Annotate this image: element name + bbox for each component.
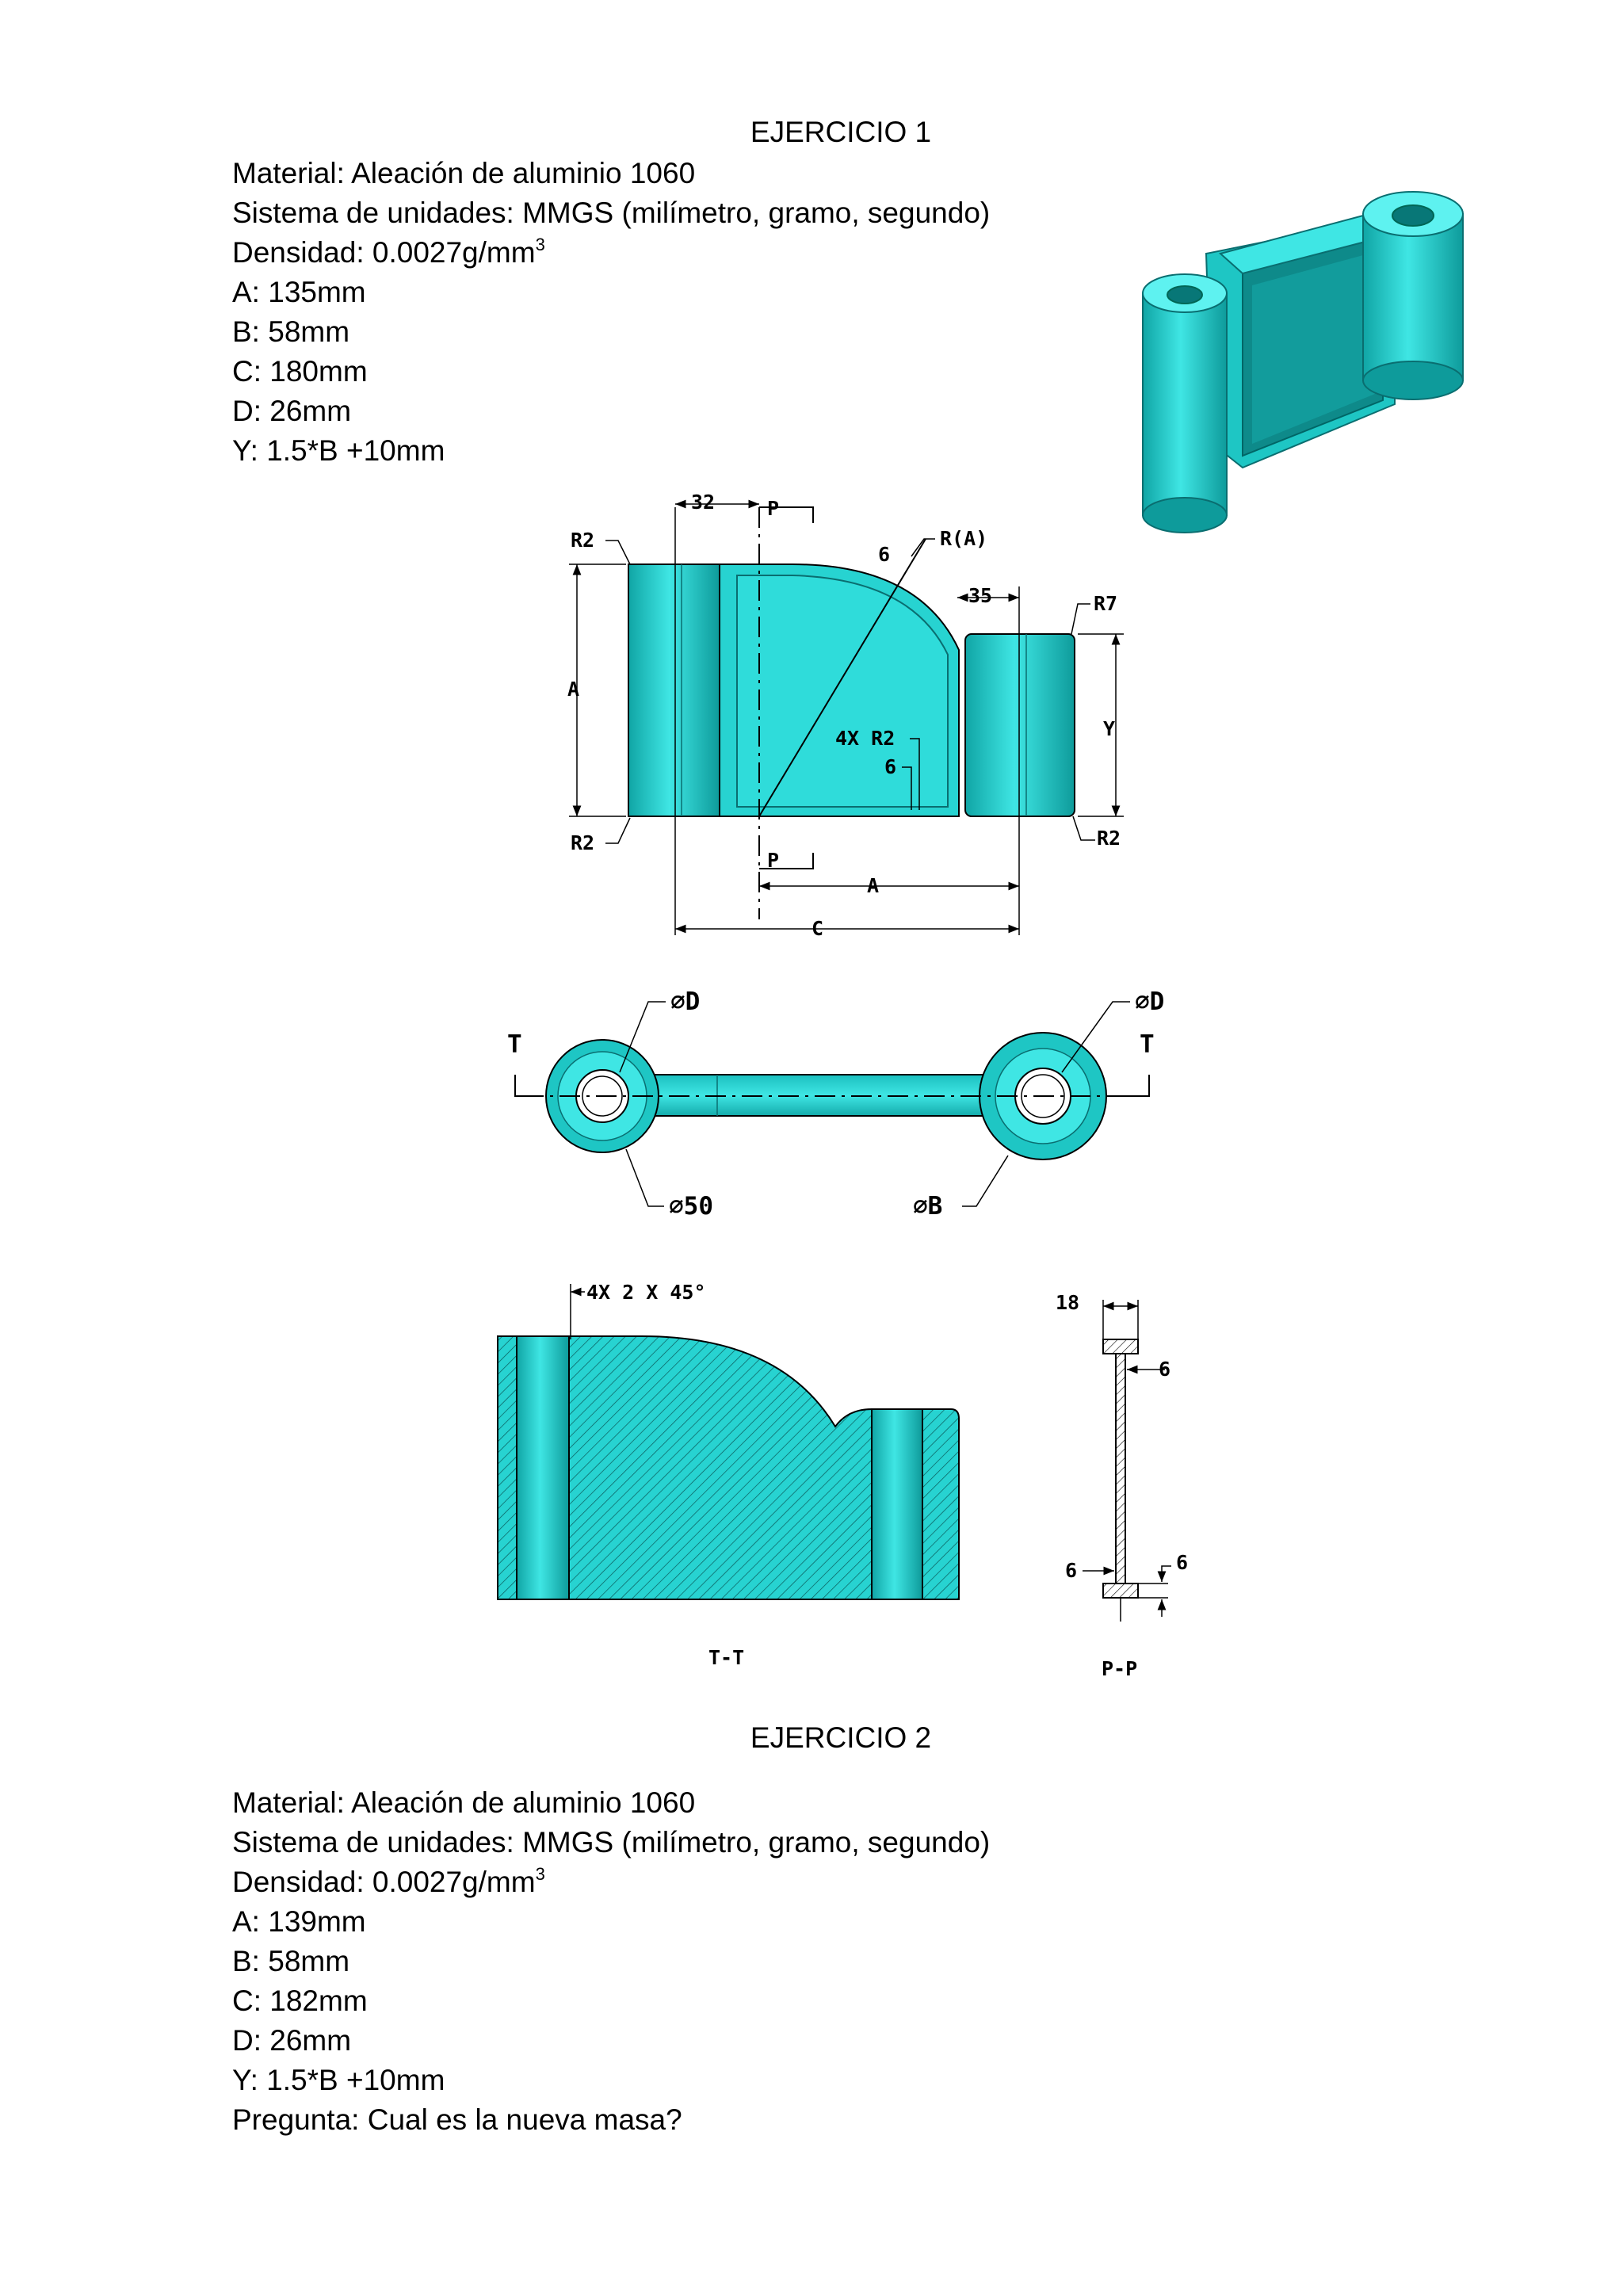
ex1-param-b: B: 58mm	[232, 315, 350, 348]
dim-32: 32	[691, 491, 715, 514]
label-phi-50: ∅50	[669, 1192, 713, 1221]
dim-6-left: 6	[1065, 1559, 1077, 1582]
label-r7: R7	[1094, 592, 1117, 615]
ex1-param-c: C: 180mm	[232, 355, 368, 388]
ex1-units: Sistema de unidades: MMGS (milímetro, gr…	[232, 197, 991, 229]
dim-18: 18	[1056, 1291, 1079, 1314]
label-r2-bottom-left: R2	[571, 831, 594, 854]
ex2-param-d: D: 26mm	[232, 2024, 352, 2057]
ex2-param-c: C: 182mm	[232, 1985, 368, 2017]
dim-6-top: 6	[878, 543, 890, 566]
label-r-a: R(A)	[940, 527, 987, 550]
label-p-top: P	[767, 497, 779, 520]
ex2-spec-list: Material: Aleación de aluminio 1060 Sist…	[232, 1783, 990, 2140]
dim-35: 35	[968, 584, 992, 607]
label-p-p: P-P	[1102, 1657, 1137, 1680]
ex2-units: Sistema de unidades: MMGS (milímetro, gr…	[232, 1826, 991, 1859]
label-t-t: T-T	[708, 1646, 744, 1669]
ex1-title: EJERCICIO 1	[750, 116, 932, 148]
ex2-param-y: Y: 1.5*B +10mm	[232, 2064, 445, 2096]
ex2-param-b: B: 58mm	[232, 1945, 350, 1977]
label-chamfer: 4X 2 X 45°	[586, 1281, 706, 1304]
isometric-view	[1142, 191, 1464, 533]
label-r2-bottom-right: R2	[1097, 827, 1121, 850]
label-t-right: T	[1140, 1030, 1155, 1059]
dim-a-left: A	[567, 678, 579, 701]
label-4x-r2: 4X R2	[835, 727, 895, 750]
top-view	[514, 1001, 1150, 1207]
ex1-material: Material: Aleación de aluminio 1060	[232, 157, 696, 189]
section-t-t	[497, 1284, 960, 1600]
ex1-density: Densidad: 0.0027g/mm3	[232, 235, 545, 269]
ex2-material: Material: Aleación de aluminio 1060	[232, 1786, 696, 1819]
label-phi-d-right: ∅D	[1135, 988, 1164, 1016]
label-t-left: T	[507, 1030, 522, 1059]
dim-6-web: 6	[1159, 1358, 1170, 1381]
dim-a-bottom: A	[867, 874, 879, 897]
label-p-bottom: P	[767, 849, 779, 872]
section-p-p	[1083, 1300, 1171, 1622]
dim-6-inner: 6	[884, 755, 896, 778]
ex2-title: EJERCICIO 2	[750, 1721, 932, 1754]
ex1-spec-list: Material: Aleación de aluminio 1060 Sist…	[232, 154, 990, 471]
ex1-param-d: D: 26mm	[232, 395, 352, 427]
ex1-param-y: Y: 1.5*B +10mm	[232, 434, 445, 467]
label-phi-b: ∅B	[913, 1192, 942, 1221]
ex1-param-a: A: 135mm	[232, 276, 366, 308]
dim-6-right: 6	[1176, 1551, 1188, 1574]
label-r2-top-left: R2	[571, 529, 594, 552]
dim-y-right: Y	[1103, 717, 1115, 740]
ex2-density: Densidad: 0.0027g/mm3	[232, 1864, 545, 1899]
label-phi-d-left: ∅D	[670, 988, 700, 1016]
ex2-question: Pregunta: Cual es la nueva masa?	[232, 2103, 682, 2136]
ex2-param-a: A: 139mm	[232, 1905, 366, 1938]
front-view	[569, 499, 1124, 935]
dim-c-bottom: C	[812, 917, 823, 940]
